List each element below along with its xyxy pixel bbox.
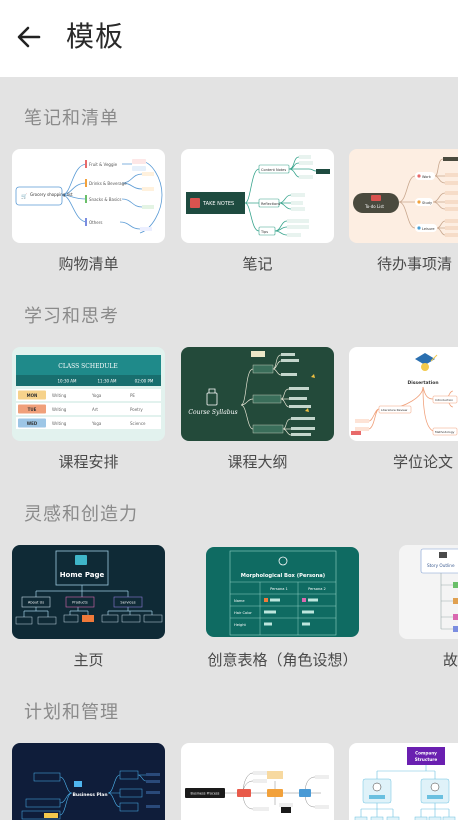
notes-center-label: TAKE NOTES: [202, 201, 234, 207]
svg-text:Writing: Writing: [52, 393, 67, 398]
template-card-persona[interactable]: Morphological Box (Persona) Persona 1 Pe…: [206, 547, 359, 637]
template-label: 课程大纲: [227, 453, 288, 471]
svg-text:Introduction: Introduction: [435, 398, 453, 402]
page-title: 模板: [66, 20, 125, 53]
template-card-dissertation[interactable]: Dissertation Literature Review Introduct…: [349, 347, 458, 441]
shopping-thumbnail: 🛒 Grocery shopping list Fruit & Veggie D…: [15, 159, 163, 234]
persona-thumbnail: Morphological Box (Persona) Persona 1 Pe…: [229, 550, 337, 636]
svg-text:Literature Review: Literature Review: [381, 408, 408, 412]
svg-text:Work: Work: [422, 175, 432, 179]
svg-text:WED: WED: [27, 421, 38, 426]
dissertation-center-label: Dissertation: [407, 380, 438, 386]
syllabus-center-label: Course Syllabus: [188, 409, 237, 416]
svg-text:Hair Color: Hair Color: [234, 611, 252, 615]
svg-text:Others: Others: [89, 220, 102, 225]
template-label: 笔记: [242, 255, 273, 273]
todo-thumbnail: To-do List Work Study Leisure: [353, 157, 458, 237]
syllabus-thumbnail: Course Syllabus: [188, 351, 315, 436]
class-schedule-thumbnail: CLASS SCHEDULE 10:30 AM 11:30 AM 02:00 P…: [16, 355, 161, 429]
svg-text:Art: Art: [92, 407, 98, 412]
svg-text:PE: PE: [130, 393, 135, 398]
business-plan-center-label: Business Plan: [72, 792, 107, 798]
svg-text:Height: Height: [234, 623, 246, 627]
story-outline-thumbnail: Story Outline: [420, 548, 458, 632]
svg-text:Poetry: Poetry: [130, 407, 143, 412]
home-page-thumbnail: Home Page About Us Products Services: [15, 550, 163, 625]
template-label: 故: [443, 651, 458, 669]
svg-text:Science: Science: [130, 421, 146, 426]
svg-text:About Us: About Us: [28, 601, 44, 605]
template-card-company-structure[interactable]: Company Structure: [349, 743, 458, 820]
template-card-syllabus[interactable]: Course Syllabus: [181, 347, 334, 441]
svg-text:Fruit & Veggie: Fruit & Veggie: [89, 162, 118, 167]
svg-text:Content Notes: Content Notes: [261, 168, 286, 172]
svg-text:Snacks & Basics: Snacks & Basics: [89, 197, 121, 202]
svg-text:Drinks & Beverage: Drinks & Beverage: [89, 181, 127, 186]
company-structure-thumbnail: Company Structure: [354, 747, 456, 820]
svg-text:02:00 PM: 02:00 PM: [135, 379, 154, 384]
business-process-thumbnail: Business Process: [185, 771, 329, 813]
dissertation-thumbnail: Dissertation Literature Review Introduct…: [351, 353, 458, 436]
svg-text:Name: Name: [234, 599, 245, 603]
svg-text:Tips: Tips: [260, 230, 268, 234]
svg-text:MON: MON: [27, 393, 38, 398]
svg-text:Methodology: Methodology: [435, 430, 455, 434]
back-arrow-icon[interactable]: [14, 22, 44, 52]
template-label: 主页: [73, 651, 104, 669]
svg-text:Yoga: Yoga: [91, 421, 102, 426]
template-label: 课程安排: [58, 453, 119, 471]
svg-text:Writing: Writing: [52, 421, 67, 426]
template-card-notes[interactable]: TAKE NOTES Content Notes Reflections Tip…: [181, 149, 334, 243]
section-title-inspiration: 灵感和创造力: [24, 504, 138, 525]
template-card-story-outline[interactable]: Story Outline: [399, 545, 458, 639]
svg-text:Yoga: Yoga: [91, 393, 102, 398]
svg-text:TUE: TUE: [28, 407, 37, 412]
template-label: 购物清单: [58, 255, 119, 273]
todo-center-label: To-do List: [364, 204, 384, 209]
business-plan-thumbnail: Business Plan: [21, 770, 160, 820]
template-card-business-process[interactable]: Business Process: [181, 743, 334, 820]
business-process-center-label: Business Process: [191, 792, 220, 796]
template-card-class-schedule[interactable]: CLASS SCHEDULE 10:30 AM 11:30 AM 02:00 P…: [12, 347, 165, 441]
persona-title: Morphological Box (Persona): [241, 573, 325, 579]
home-page-center-label: Home Page: [60, 571, 105, 579]
shopping-center-label: Grocery shopping list: [30, 192, 73, 197]
template-card-business-plan[interactable]: Business Plan: [12, 743, 165, 820]
svg-text:Persona 2: Persona 2: [308, 587, 326, 591]
section-title-study: 学习和思考: [24, 306, 119, 327]
svg-text:11:30 AM: 11:30 AM: [98, 379, 118, 384]
section-title-planning: 计划和管理: [24, 702, 119, 723]
svg-text:Company: Company: [415, 751, 437, 756]
story-outline-center-label: Story Outline: [427, 563, 455, 568]
schedule-title: CLASS SCHEDULE: [58, 363, 117, 370]
template-card-todo[interactable]: To-do List Work Study Leisure: [349, 149, 458, 243]
svg-text:Services: Services: [120, 601, 135, 605]
template-label: 创意表格（角色设想）: [207, 651, 358, 669]
svg-text:Leisure: Leisure: [422, 227, 435, 231]
svg-text:Writing: Writing: [52, 407, 67, 412]
app-header: 模板: [0, 0, 458, 77]
notes-thumbnail: TAKE NOTES Content Notes Reflections Tip…: [186, 155, 330, 237]
template-card-home-page[interactable]: Home Page About Us Products Services: [12, 545, 165, 639]
svg-text:Products: Products: [72, 601, 88, 605]
svg-text:10:30 AM: 10:30 AM: [58, 379, 78, 384]
template-card-shopping[interactable]: 🛒 Grocery shopping list Fruit & Veggie D…: [12, 149, 165, 243]
svg-text:Persona 1: Persona 1: [270, 587, 288, 591]
svg-text:Reflections: Reflections: [261, 202, 280, 206]
section-title-notes: 笔记和清单: [24, 108, 119, 129]
template-label: 学位论文: [393, 453, 454, 471]
svg-text:Structure: Structure: [415, 757, 438, 762]
template-label: 待办事项清: [377, 255, 453, 273]
svg-text:Study: Study: [422, 201, 432, 205]
svg-text:🛒: 🛒: [21, 193, 27, 200]
